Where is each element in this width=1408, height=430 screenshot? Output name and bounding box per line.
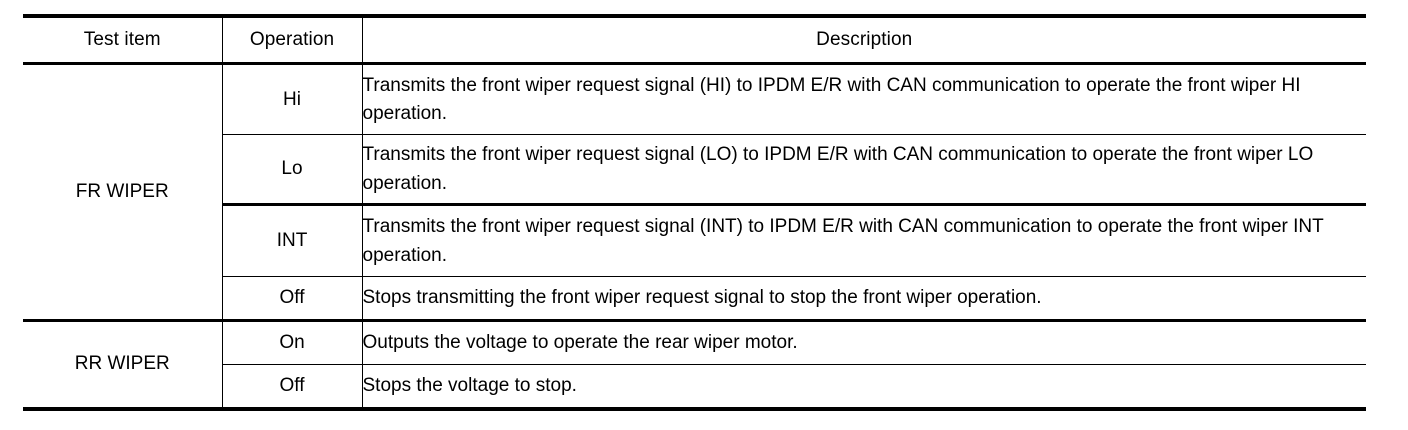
description-text: Transmits the front wiper request signal… bbox=[362, 216, 1324, 266]
description-cell-fr-int: Transmits the front wiper request signal… bbox=[361, 204, 1366, 277]
operation-cell-rr-off: Off bbox=[221, 364, 362, 411]
table-row: Off Stops the voltage to stop. bbox=[23, 364, 1366, 411]
column-header-operation: Operation bbox=[221, 14, 362, 65]
table-header: Test item Operation Description bbox=[23, 14, 1366, 65]
description-cell-fr-off: Stops transmitting the front wiper reque… bbox=[361, 276, 1366, 322]
description-cell-rr-on: Outputs the voltage to operate the rear … bbox=[361, 320, 1366, 365]
table-row: Off Stops transmitting the front wiper r… bbox=[23, 276, 1366, 322]
operation-cell-fr-off: Off bbox=[221, 276, 362, 322]
description-cell-fr-lo: Transmits the front wiper request signal… bbox=[361, 134, 1366, 206]
operation-cell-fr-hi: Hi bbox=[221, 63, 362, 135]
description-text: Outputs the voltage to operate the rear … bbox=[362, 332, 798, 354]
column-header-test-item: Test item bbox=[23, 14, 222, 65]
table-row: INT Transmits the front wiper request si… bbox=[23, 204, 1366, 277]
table-header-row: Test item Operation Description bbox=[23, 14, 1366, 65]
group-label-fr-wiper: FR WIPER bbox=[75, 180, 169, 202]
operation-cell-fr-lo: Lo bbox=[221, 134, 362, 206]
table-body: FR WIPER Hi Transmits the front wiper re… bbox=[23, 63, 1366, 411]
group-label-rr-wiper: RR WIPER bbox=[74, 352, 170, 374]
description-text: Transmits the front wiper request signal… bbox=[362, 74, 1301, 124]
spec-table-wrapper: Test item Operation Description FR WIPER… bbox=[23, 14, 1366, 411]
description-text: Stops the voltage to stop. bbox=[362, 375, 577, 397]
wiper-active-test-table: Test item Operation Description FR WIPER… bbox=[23, 14, 1366, 411]
group-cell-rr-wiper: RR WIPER bbox=[23, 320, 222, 411]
operation-cell-rr-on: On bbox=[221, 320, 362, 365]
description-text: Transmits the front wiper request signal… bbox=[362, 144, 1314, 194]
table-row: Lo Transmits the front wiper request sig… bbox=[23, 134, 1366, 206]
description-cell-rr-off: Stops the voltage to stop. bbox=[361, 364, 1366, 411]
description-cell-fr-hi: Transmits the front wiper request signal… bbox=[361, 63, 1366, 135]
operation-cell-fr-int: INT bbox=[221, 204, 362, 277]
table-row: RR WIPER On Outputs the voltage to opera… bbox=[23, 320, 1366, 411]
group-cell-fr-wiper: FR WIPER bbox=[23, 63, 222, 322]
description-text: Stops transmitting the front wiper reque… bbox=[362, 287, 1042, 309]
table-row: FR WIPER Hi Transmits the front wiper re… bbox=[23, 63, 1366, 322]
column-header-description: Description bbox=[361, 14, 1366, 65]
